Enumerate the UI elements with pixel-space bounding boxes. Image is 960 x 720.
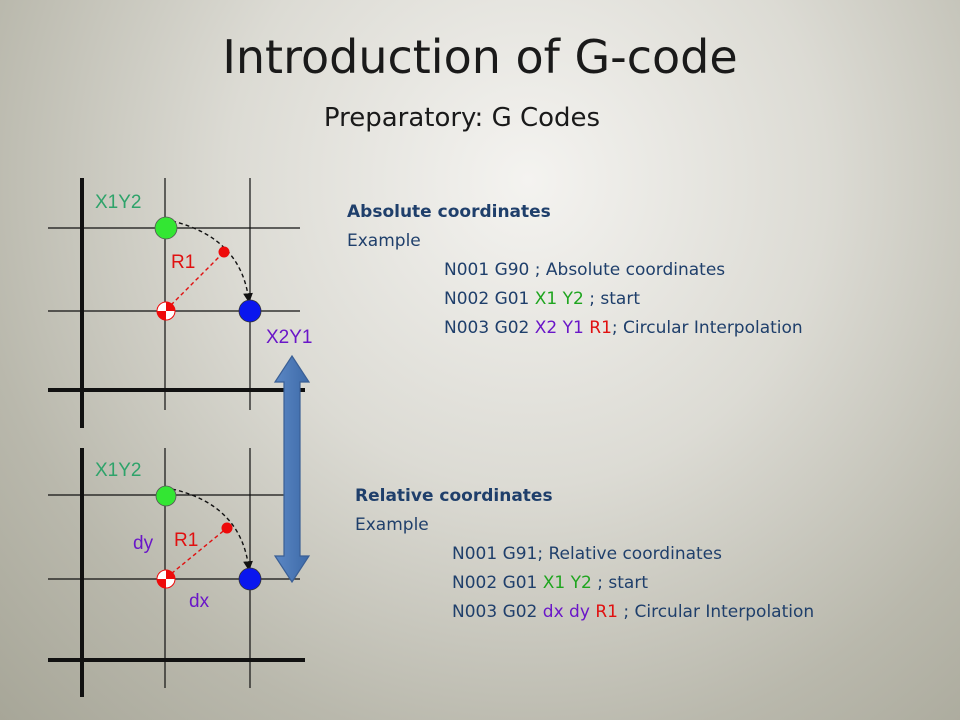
absolute-line-1: N001 G90 ; Absolute coordinates [444, 260, 726, 280]
top-start-point [154, 216, 178, 240]
top-center-marker [156, 301, 176, 321]
relative-line-3: N003 G02 dx dy R1 ; Circular Interpolati… [452, 602, 815, 622]
top-start-label: X1Y2 [95, 192, 141, 213]
bottom-center-marker [156, 569, 176, 589]
relative-line-2: N002 G01 X1 Y2 ; start [452, 573, 648, 593]
bottom-grid: X1Y2 R1 dy dx [48, 448, 305, 697]
top-radius-point [218, 246, 230, 258]
bottom-radius-line [165, 527, 228, 579]
absolute-coordinates-block: Absolute coordinates Example N001 G90 ; … [347, 198, 803, 343]
top-radius-label: R1 [171, 252, 195, 273]
relative-example-label: Example [355, 515, 429, 535]
bottom-end-point [238, 567, 262, 591]
bottom-radius-point [221, 522, 233, 534]
top-grid: X1Y2 R1 X2Y1 [48, 178, 312, 428]
bottom-dx-label: dx [189, 591, 210, 612]
double-arrow-icon [273, 354, 311, 584]
relative-coordinates-block: Relative coordinates Example N001 G91; R… [355, 482, 814, 627]
bottom-radius-label: R1 [174, 530, 198, 551]
absolute-line-3: N003 G02 X2 Y1 R1; Circular Interpolatio… [444, 318, 803, 338]
absolute-line-2: N002 G01 X1 Y2 ; start [444, 289, 640, 309]
bottom-dy-label: dy [133, 533, 154, 554]
bottom-start-label: X1Y2 [95, 460, 141, 481]
page-subtitle: Preparatory: G Codes [323, 103, 601, 133]
relative-heading: Relative coordinates [355, 486, 553, 506]
top-arc-path [171, 220, 253, 303]
top-end-point [238, 299, 262, 323]
relative-line-1: N001 G91; Relative coordinates [452, 544, 722, 564]
bottom-arc-path [171, 488, 253, 571]
top-end-label: X2Y1 [266, 327, 312, 348]
absolute-example-label: Example [347, 231, 421, 251]
page-title: Introduction of G-code [222, 30, 738, 84]
absolute-heading: Absolute coordinates [347, 202, 551, 222]
bottom-start-point [155, 485, 177, 507]
